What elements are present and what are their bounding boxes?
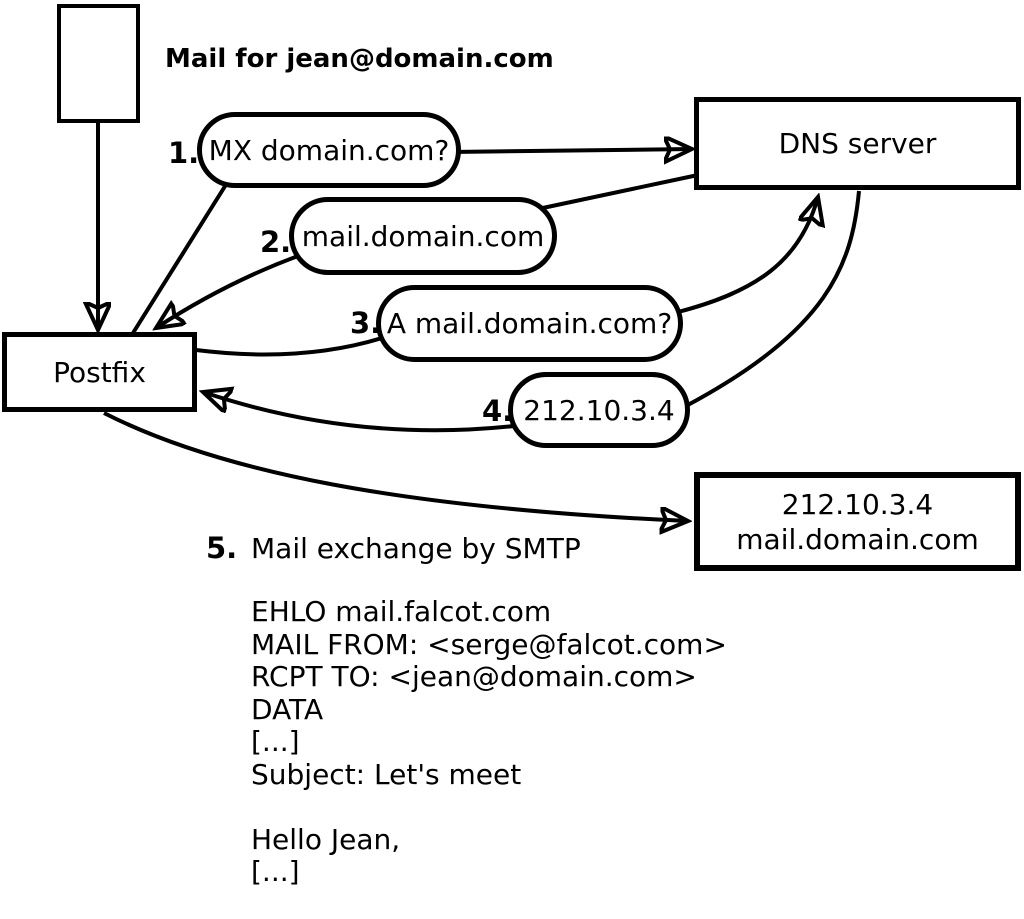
query-pill-mx: MX domain.com? [197, 112, 461, 188]
mail-server-ip: 212.10.3.4 [781, 487, 934, 521]
arrow-answer-mx-to-postfix [156, 254, 299, 328]
answer-pill-mx-label: mail.domain.com [301, 219, 545, 253]
mail-message-box [57, 4, 140, 123]
step-number-2: 2. [260, 225, 292, 259]
query-pill-mx-label: MX domain.com? [208, 133, 450, 167]
smtp-exchange-label: Mail exchange by SMTP [251, 532, 581, 565]
answer-pill-ip-label: 212.10.3.4 [523, 393, 675, 427]
line-postfix-to-query-mx [131, 181, 229, 335]
dns-server-node-label: DNS server [778, 127, 937, 160]
dns-server-node: DNS server [694, 97, 1021, 190]
answer-pill-ip: 212.10.3.4 [508, 372, 690, 448]
mail-server-hostname: mail.domain.com [736, 522, 979, 556]
smtp-session-text: EHLO mail.falcot.com MAIL FROM: <serge@f… [251, 595, 727, 888]
query-pill-a-record-label: A mail.domain.com? [386, 307, 673, 340]
line-dns-to-answer-mx [537, 173, 699, 211]
arrow-query-a-to-dns [677, 197, 818, 314]
step-number-5: 5. [206, 531, 238, 565]
line-postfix-to-query-a [195, 336, 383, 357]
arrow-answer-a-to-postfix [203, 392, 515, 433]
answer-pill-mx: mail.domain.com [289, 197, 557, 275]
query-pill-a-record: A mail.domain.com? [376, 285, 683, 362]
postfix-node: Postfix [2, 332, 197, 412]
arrow-query-mx-to-dns [449, 149, 692, 152]
postfix-node-label: Postfix [53, 355, 146, 389]
step-number-1: 1. [168, 136, 200, 170]
arrow-postfix-to-mailserver-smtp [103, 411, 688, 521]
mail-server-node: 212.10.3.4 mail.domain.com [694, 472, 1021, 571]
line-dns-to-answer-a [685, 190, 861, 408]
diagram-title: Mail for jean@domain.com [165, 44, 554, 74]
